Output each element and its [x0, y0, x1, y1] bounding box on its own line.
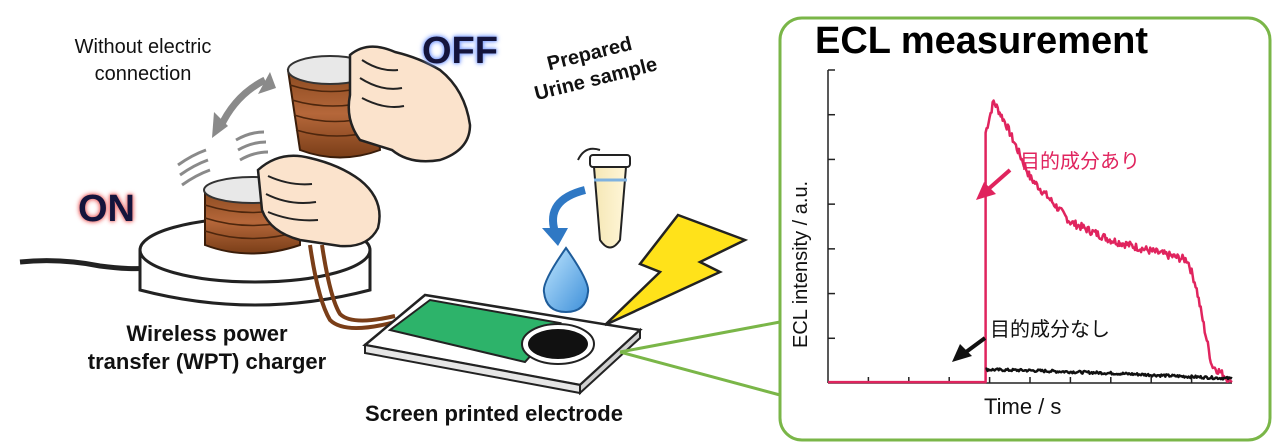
hand-on — [256, 154, 381, 248]
wave-marks — [177, 130, 269, 187]
panel-title: ECL measurement — [815, 20, 1148, 62]
hand-off — [347, 45, 472, 163]
series-line-without-target — [985, 367, 1233, 381]
annotation-with-target: 目的成分あり — [1020, 149, 1140, 173]
urine-sample-tube-icon — [577, 147, 631, 249]
series-line-with-target — [827, 99, 1233, 384]
annotation-arrowhead-without-target — [952, 344, 972, 362]
toggle-arrow — [212, 72, 276, 138]
on-label: ON — [78, 188, 135, 230]
y-axis-label: ECL intensity / a.u. — [790, 180, 812, 348]
charger-label: Wireless power transfer (WPT) charger — [87, 321, 327, 374]
ecl-panel — [778, 16, 1272, 442]
lightning-bolt-icon — [604, 213, 749, 327]
electrode-label: Screen printed electrode — [365, 401, 623, 426]
coil-wires — [308, 244, 396, 331]
off-label: OFF — [422, 30, 498, 72]
droplet-icon — [542, 246, 590, 314]
no-connection-label: Without electric connection — [74, 36, 212, 85]
x-axis-label: Time / s — [984, 394, 1062, 419]
annotation-without-target: 目的成分なし — [990, 317, 1110, 341]
screen-printed-electrode — [362, 293, 643, 396]
annotation-arrowhead-with-target — [976, 182, 996, 200]
callout-lines — [619, 320, 781, 397]
pour-arrow-icon — [542, 186, 587, 246]
